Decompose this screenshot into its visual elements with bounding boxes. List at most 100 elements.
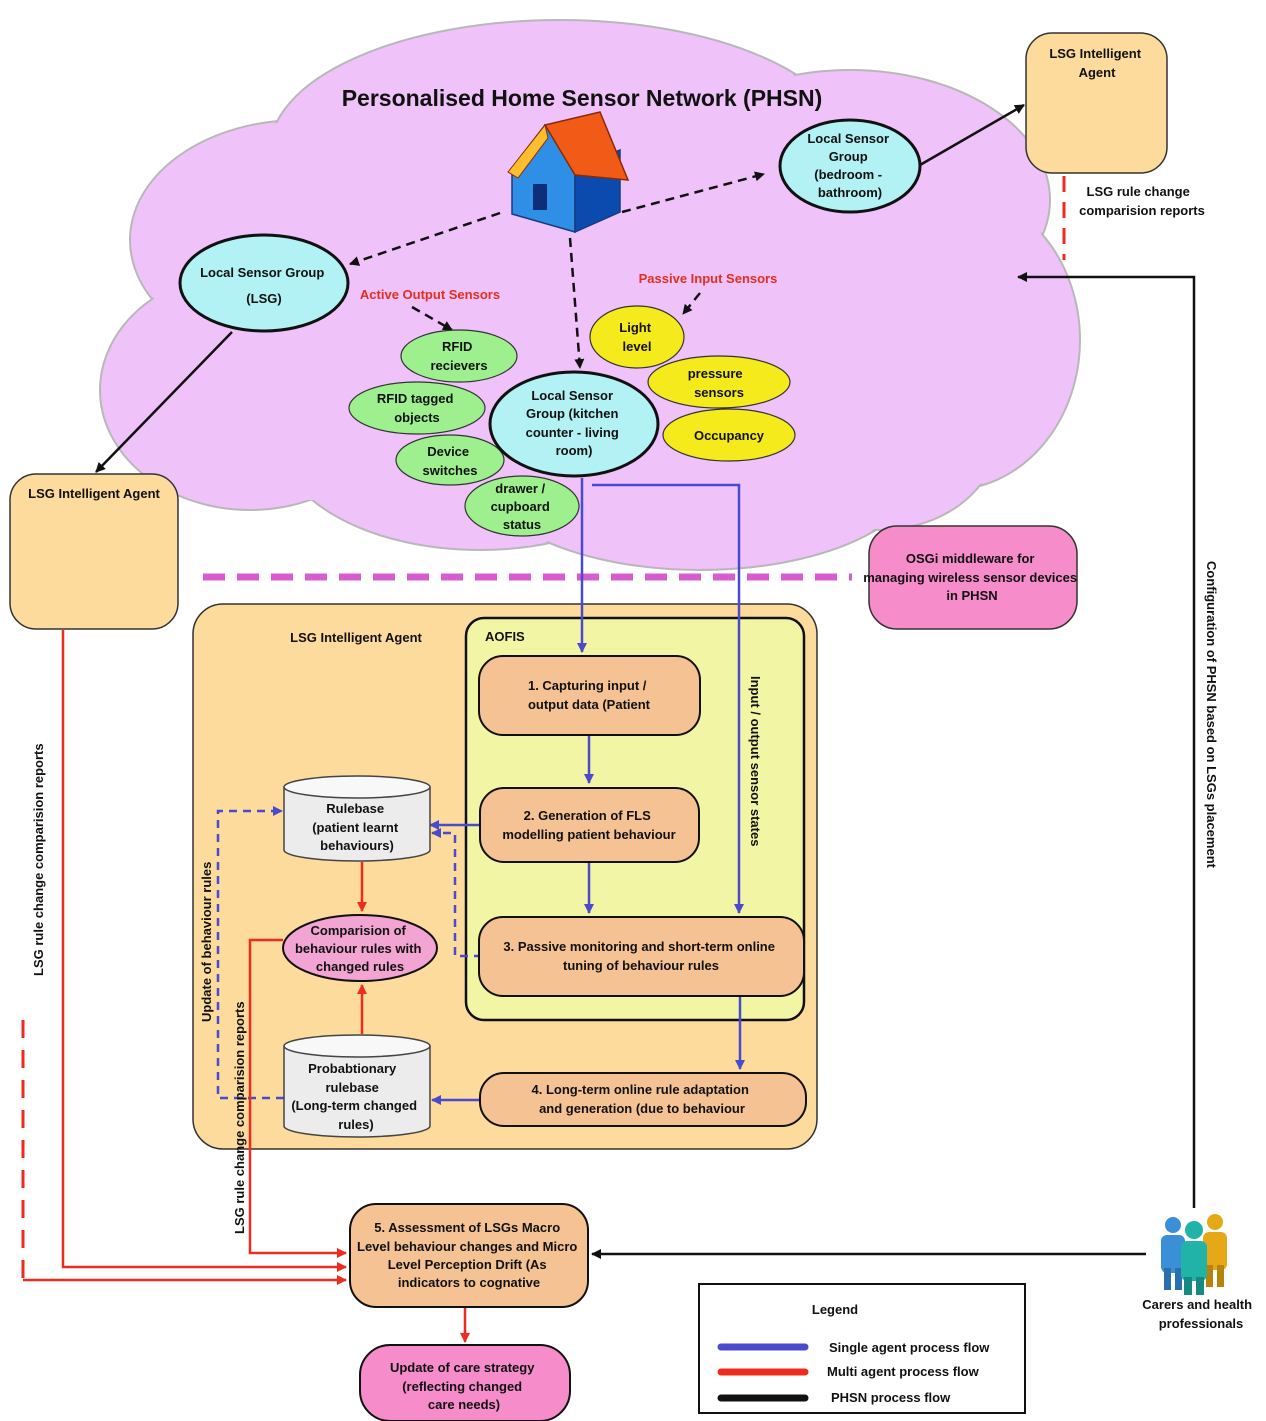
lsg-kitchen-line4: room): [556, 443, 593, 458]
lsg-kitchen-label: Local Sensor Group (kitchen counter - li…: [526, 388, 623, 458]
care-line2: (reflecting changed: [402, 1379, 522, 1394]
care-line1: Update of care strategy: [390, 1360, 535, 1375]
drawer-status-line1: drawer /: [495, 481, 545, 496]
lsg-kitchen-line3: counter - living: [526, 425, 619, 440]
svg-text:5. Assessment of LSGs Macro: 5. Assessment of LSGs Macro Level behavi…: [357, 1220, 581, 1290]
lsg-bedroom-label: Local Sensor Group (bedroom - bathroom): [807, 131, 892, 200]
light-level-line1: Light: [619, 320, 651, 335]
lsg-kitchen-line2: Group (kitchen: [526, 406, 619, 421]
comparison-line2: behaviour rules with: [295, 941, 421, 956]
svg-text:Update of care strategy: Update of care strategy (reflecting chan…: [390, 1360, 538, 1412]
middleware-line2: managing wireless sensor devices: [863, 570, 1077, 585]
lsg-agent-top-right: LSG Intelligent Agent: [1025, 32, 1168, 174]
drawer-status-label: drawer / cupboard status: [491, 481, 554, 532]
care-line3: care needs): [428, 1397, 500, 1412]
step5-box: 5. Assessment of LSGs Macro Level behavi…: [349, 1203, 589, 1308]
svg-text:LSG Intelligent Agent: LSG Intelligent Agent: [1049, 46, 1144, 80]
lsg-kitchen-node: Local Sensor Group (kitchen counter - li…: [488, 370, 660, 478]
lsg-bedroom-label-line3: (bedroom -: [814, 167, 882, 182]
active-output-sensors-label: Active Output Sensors: [360, 287, 500, 302]
svg-text:OSGi middleware for mana: OSGi middleware for managing wireless se…: [863, 551, 1081, 603]
passive-input-sensors-label: Passive Input Sensors: [639, 271, 778, 286]
step4-line2: and generation (due to behaviour: [539, 1101, 745, 1116]
comparison-node: Comparision of behaviour rules with chan…: [282, 914, 438, 982]
lsg-agent-left-label: LSG Intelligent Agent: [28, 486, 160, 501]
io-sensor-states-label: Input / output sensor states: [748, 676, 763, 846]
step1-line2: output data (Patient: [528, 697, 651, 712]
lsg-main-node: Local Sensor Group (LSG): [178, 233, 350, 333]
drawer-status-line3: status: [503, 517, 541, 532]
step4-box: 4. Long-term online rule adaptation and …: [479, 1072, 807, 1127]
rfid-receivers-label: RFID recievers: [430, 339, 487, 373]
step5-line4: indicators to cognative: [398, 1275, 540, 1290]
step3-box: 3. Passive monitoring and short-term onl…: [478, 916, 805, 997]
middleware-line1: OSGi middleware for: [906, 551, 1035, 566]
inner-agent-label: LSG Intelligent Agent: [290, 630, 422, 645]
middleware-line3: in PHSN: [946, 588, 997, 603]
svg-text:Probabtionary rulebase: Probabtionary rulebase (Long-term change…: [291, 1061, 420, 1132]
left-report-label: LSG rule change comparision reports: [31, 743, 46, 976]
house-icon: [507, 111, 630, 234]
carers-line2: professionals: [1159, 1316, 1244, 1331]
rfid-tagged-line1: RFID tagged: [377, 391, 454, 406]
probationary-line2: rulebase: [325, 1080, 378, 1095]
step2-line1: 2. Generation of FLS: [524, 808, 651, 823]
rfid-receivers-line2: recievers: [430, 358, 487, 373]
legend-title: Legend: [812, 1302, 858, 1317]
lsg-top-right-report-line2: comparision reports: [1079, 203, 1205, 218]
phsn-solid-arrows: [95, 103, 1196, 1259]
svg-text:Comparision of behaviour: Comparision of behaviour rules with chan…: [295, 923, 425, 974]
step1-box: 1. Capturing input / output data (Patien…: [478, 655, 701, 736]
probationary-line4: rules): [338, 1117, 373, 1132]
update-rules-label: Update of behaviour rules: [199, 862, 214, 1022]
rfid-receivers-line1: RFID: [442, 339, 472, 354]
comparison-line1: Comparision of: [311, 923, 407, 938]
house-connections: [349, 171, 765, 369]
legend: Legend Single agent process flow Multi a…: [698, 1283, 1026, 1414]
lsg-agent-top-right-line2: Agent: [1079, 65, 1117, 80]
lsg-agent-top-right-line1: LSG Intelligent: [1049, 46, 1141, 61]
carers-icon: [1161, 1214, 1227, 1295]
device-switches-line2: switches: [423, 463, 478, 478]
page-title: Personalised Home Sensor Network (PHSN): [342, 85, 823, 111]
probationary-line3: (Long-term changed: [291, 1098, 417, 1113]
lsg-bedroom-label-line2: Group: [829, 149, 868, 164]
middleware-box: OSGi middleware for managing wireless se…: [863, 525, 1081, 630]
legend-item-phsn: PHSN process flow: [831, 1390, 951, 1405]
probationary-database: Probabtionary rulebase (Long-term change…: [283, 1034, 431, 1138]
step3-line1: 3. Passive monitoring and short-term onl…: [503, 939, 775, 954]
device-switches-line1: Device: [427, 444, 469, 459]
lsg-bedroom-label-line1: Local Sensor: [807, 131, 889, 146]
svg-text:1. Capturing input / out: 1. Capturing input / output data (Patien…: [528, 678, 651, 712]
rfid-tagged-label: RFID tagged objects: [377, 391, 457, 425]
config-phsn-label: Configuration of PHSN based on LSGs plac…: [1204, 561, 1219, 869]
probationary-line1: Probabtionary: [308, 1061, 397, 1076]
lsg-kitchen-line1: Local Sensor: [531, 388, 613, 403]
lsg-main-label-line1: Local Sensor Group: [200, 265, 324, 280]
active-sensors: [348, 329, 580, 537]
light-level-line2: level: [623, 339, 652, 354]
multi-agent-flows: [23, 630, 470, 1343]
drawer-status-line2: cupboard: [491, 499, 550, 514]
step2-box: 2. Generation of FLS modelling patient b…: [479, 787, 700, 863]
light-level-label: Light level: [619, 320, 654, 354]
step5-line3: Level Perception Drift (As: [388, 1257, 547, 1272]
comparison-line3: changed rules: [316, 959, 404, 974]
lsg-main-label: Local Sensor Group (LSG): [200, 265, 328, 306]
svg-text:2. Generation of FLS mod: 2. Generation of FLS modelling patient b…: [502, 808, 675, 842]
step3-line2: tuning of behaviour rules: [563, 958, 719, 973]
step1-line1: 1. Capturing input /: [528, 678, 647, 693]
legend-item-single: Single agent process flow: [829, 1340, 990, 1355]
rfid-tagged-line2: objects: [394, 410, 440, 425]
pressure-sensors-line1: pressure: [688, 366, 743, 381]
carers-label: Carers and health professionals: [1142, 1297, 1255, 1331]
svg-text:Rulebase (patient learnt: Rulebase (patient learnt behaviours): [312, 801, 402, 853]
inner-report-label: LSG rule change comparision reports: [232, 1001, 247, 1234]
lsg-bedroom-label-line4: bathroom): [818, 185, 882, 200]
lsg-agent-left: LSG Intelligent Agent: [9, 473, 179, 630]
lsg-top-right-report-line1: LSG rule change: [1087, 184, 1190, 199]
svg-text:4. Long-term online rule adapt: 4. Long-term online rule adaptation and …: [531, 1082, 752, 1116]
legend-item-multi: Multi agent process flow: [827, 1364, 980, 1379]
device-switches-label: Device switches: [423, 444, 478, 478]
aofis-label: AOFIS: [485, 629, 525, 644]
